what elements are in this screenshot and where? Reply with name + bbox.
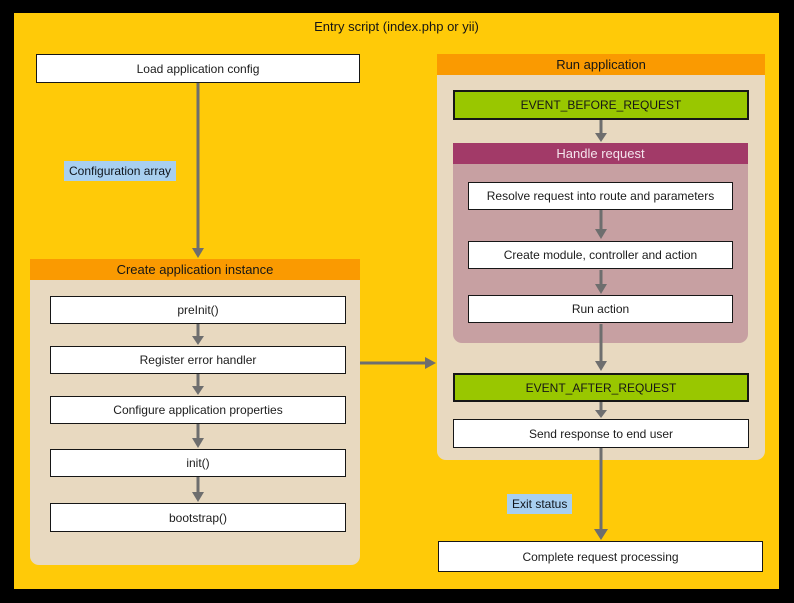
node-preinit: preInit() (50, 296, 346, 324)
node-load-application-config: Load application config (36, 54, 360, 83)
subcontainer-handle-request-header: Handle request (453, 143, 748, 164)
node-configure-application-properties: Configure application properties (50, 396, 346, 424)
node-run-action: Run action (468, 295, 733, 323)
node-register-error-handler: Register error handler (50, 346, 346, 374)
diagram-title: Entry script (index.php or yii) (314, 19, 479, 34)
node-bootstrap: bootstrap() (50, 503, 346, 532)
subcontainer-handle-request: Handle request Resolve request into rout… (453, 143, 748, 343)
node-event-after-request: EVENT_AFTER_REQUEST (453, 373, 749, 402)
node-resolve-request: Resolve request into route and parameter… (468, 182, 733, 210)
container-run-application-header: Run application (437, 54, 765, 75)
container-create-application-instance: Create application instance preInit() Re… (30, 259, 360, 565)
node-complete-request-processing: Complete request processing (438, 541, 763, 572)
node-init: init() (50, 449, 346, 477)
container-create-application-instance-header: Create application instance (30, 259, 360, 280)
node-create-module-controller-action: Create module, controller and action (468, 241, 733, 269)
label-exit-status: Exit status (507, 494, 573, 514)
node-send-response: Send response to end user (453, 419, 749, 448)
label-configuration-array: Configuration array (64, 161, 177, 181)
container-run-application: Run application EVENT_BEFORE_REQUEST Han… (437, 54, 765, 460)
node-event-before-request: EVENT_BEFORE_REQUEST (453, 90, 749, 120)
